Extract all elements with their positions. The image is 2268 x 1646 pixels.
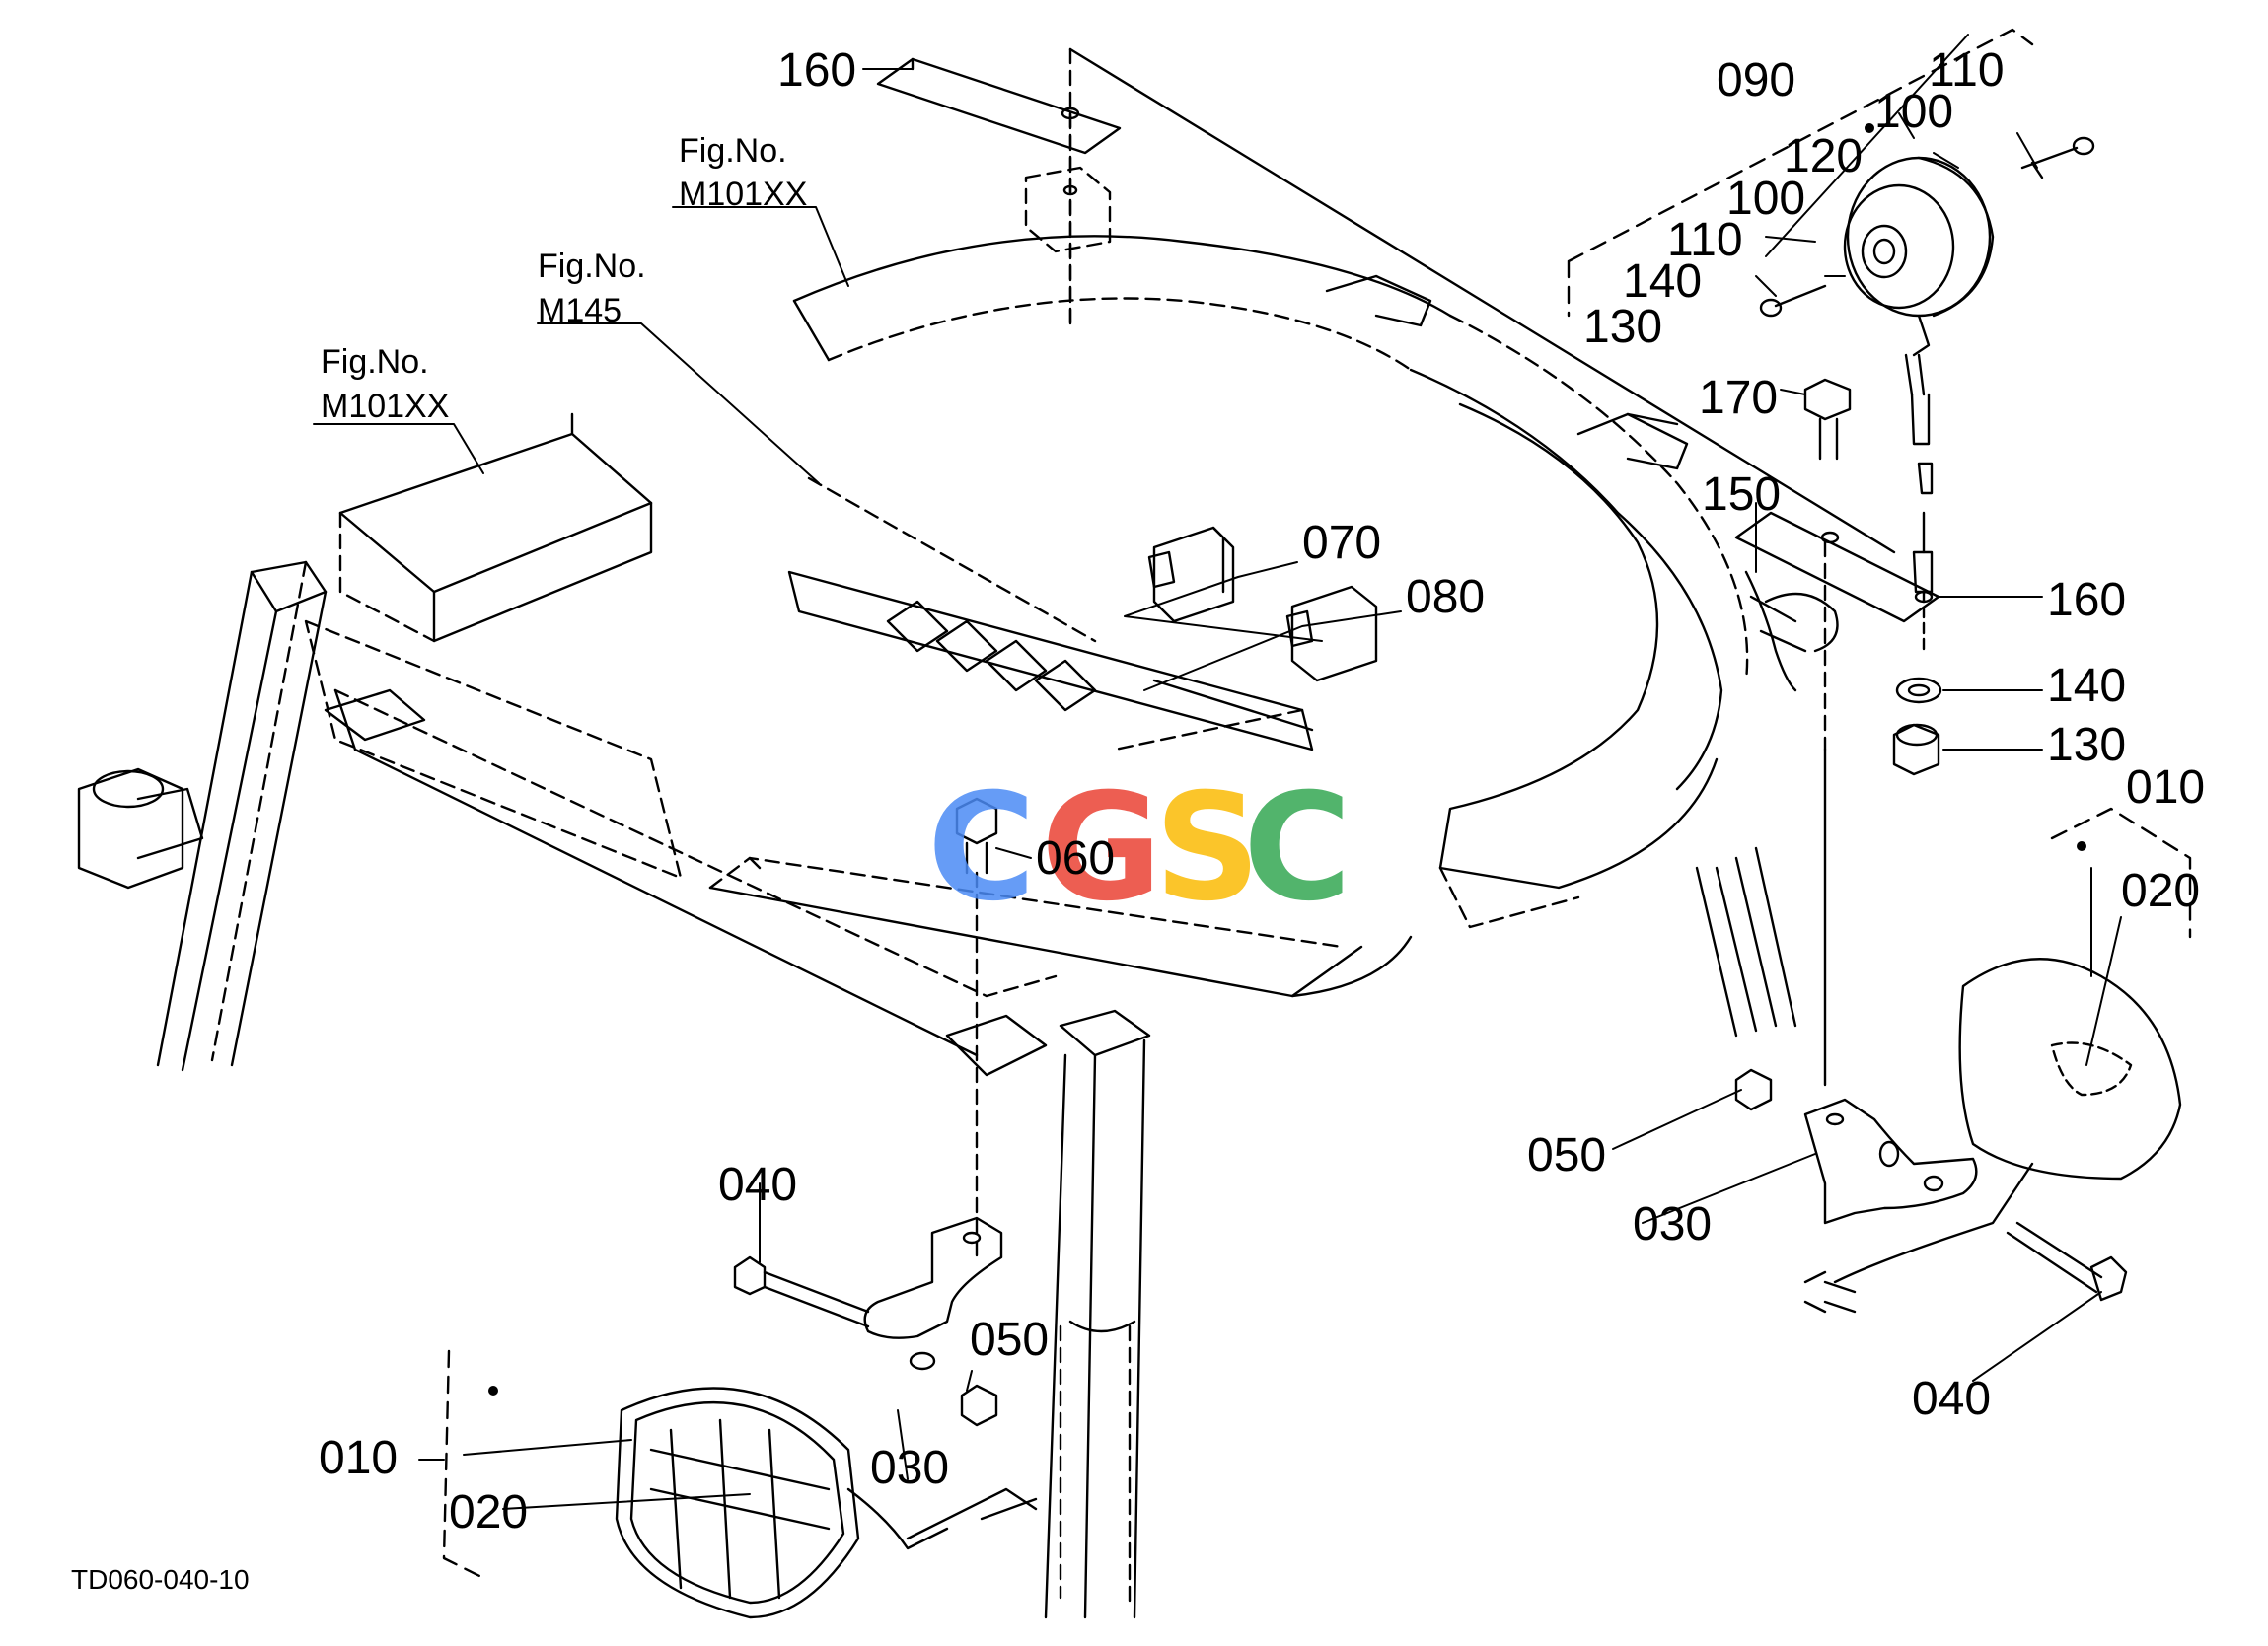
callout-010-right: 010 — [2126, 761, 2206, 814]
callout-130-a: 130 — [1583, 301, 1663, 353]
cab-frame — [77, 47, 1896, 1619]
nut-050-left — [960, 1384, 998, 1427]
bolt-040-left — [733, 1255, 870, 1328]
dot-marker — [488, 1386, 498, 1396]
group-010-right-bracket — [2050, 807, 2192, 939]
callout-070: 070 — [1302, 517, 1382, 569]
fig-ref-title-3: Fig.No. — [321, 343, 429, 381]
plate-160-right — [1734, 511, 1940, 1087]
callout-110-b: 110 — [1667, 214, 1743, 266]
callout-140-b: 140 — [2047, 660, 2127, 712]
plate-160-top — [876, 57, 1122, 327]
fig-ref-title-2: Fig.No. — [538, 248, 646, 285]
callout-080: 080 — [1406, 571, 1486, 623]
callout-150: 150 — [1702, 468, 1782, 521]
callout-010-left: 010 — [319, 1432, 399, 1484]
callout-100-b: 100 — [1726, 173, 1806, 225]
callout-090: 090 — [1717, 54, 1796, 107]
work-light-right — [1803, 958, 2182, 1314]
watermark-letter-c1: C — [927, 762, 1037, 934]
bolt-040-right — [2006, 1221, 2128, 1302]
callout-030-right: 030 — [1633, 1198, 1713, 1251]
callout-030-left: 030 — [870, 1442, 950, 1494]
callout-040-right: 040 — [1912, 1373, 1992, 1425]
leader-lines — [313, 34, 2122, 1510]
group-010-left-bracket — [442, 1349, 485, 1580]
callout-060: 060 — [1036, 832, 1116, 885]
watermark-letter-c2: C — [1243, 762, 1353, 934]
bracket-030-right — [1803, 1098, 1978, 1225]
callout-110-a: 110 — [1929, 44, 2005, 97]
beacon-lamp — [1759, 136, 2095, 653]
switch-080 — [1285, 585, 1378, 682]
nut-050-right — [1734, 1068, 1773, 1111]
callout-020-right: 020 — [2121, 865, 2201, 917]
callout-170: 170 — [1699, 372, 1779, 424]
dot-marker — [1865, 123, 1874, 133]
watermark-letter-s: S — [1154, 762, 1262, 934]
work-light-left — [615, 1387, 1038, 1619]
callout-160-top: 160 — [777, 44, 857, 97]
fig-ref-code-1: M101XX — [679, 176, 808, 213]
group-090-bracket — [1567, 28, 2034, 318]
dot-marker — [2077, 841, 2086, 851]
fig-ref-title-1: Fig.No. — [679, 132, 787, 170]
watermark-letter-g: G — [1041, 762, 1163, 934]
callout-040-left: 040 — [718, 1159, 798, 1211]
callout-050-left: 050 — [970, 1314, 1050, 1366]
fig-ref-code-2: M145 — [538, 292, 622, 329]
callout-020-left: 020 — [449, 1486, 529, 1539]
drawing-code: TD060-040-10 — [71, 1564, 250, 1595]
switch-070 — [1147, 526, 1235, 623]
fig-ref-code-3: M101XX — [321, 388, 450, 425]
bolt-170 — [1803, 378, 1852, 461]
clamp-150 — [1744, 570, 1839, 692]
callout-120: 120 — [1784, 130, 1864, 182]
callout-100-a: 100 — [1874, 86, 1954, 138]
callout-140-a: 140 — [1623, 255, 1703, 308]
bolt-060 — [955, 797, 998, 1264]
callout-050-right: 050 — [1527, 1129, 1607, 1181]
callout-130-b: 130 — [2047, 719, 2127, 771]
washer-nut — [1892, 677, 1942, 776]
callout-160-b: 160 — [2047, 574, 2127, 626]
